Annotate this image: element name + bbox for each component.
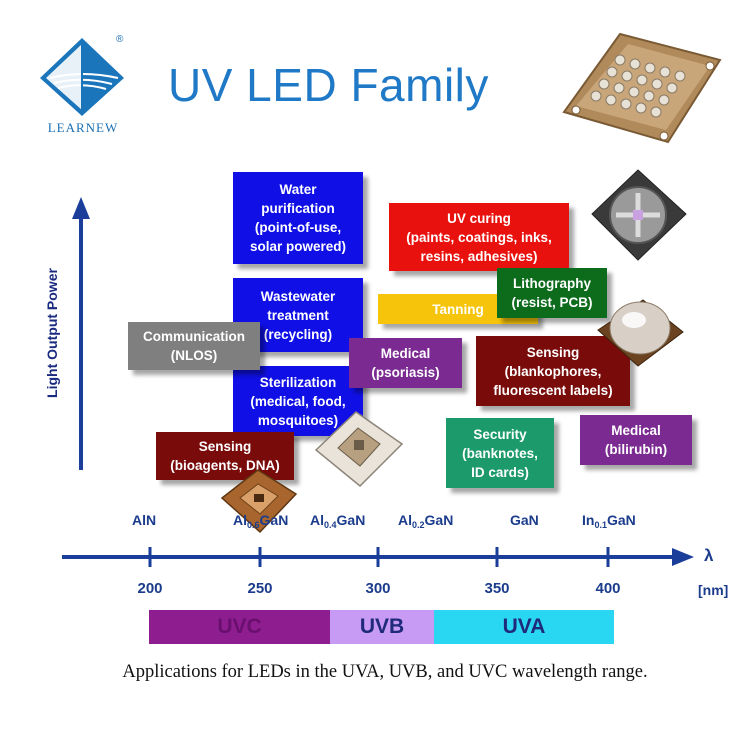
- material-in01gan: In0.1GaN: [582, 512, 636, 530]
- page-title: UV LED Family: [168, 59, 489, 111]
- water-purification-box: Water purification (point-of-use, solar …: [233, 172, 363, 264]
- tick-250: 250: [247, 580, 273, 597]
- band-uva: UVA: [434, 610, 614, 644]
- tick-200: 200: [137, 580, 163, 597]
- band-uvb: UVB: [330, 610, 434, 644]
- led-array-board-image: [562, 32, 722, 144]
- led-package-dark-image: [591, 169, 687, 261]
- material-aln: AlN: [132, 512, 157, 528]
- tick-350: 350: [484, 580, 510, 597]
- sensing-fluorescent-box: Sensing (blankophores, fluorescent label…: [476, 336, 630, 406]
- material-al06gan: Al0.6GaN: [233, 512, 289, 530]
- security-box: Security (banknotes, ID cards): [446, 418, 554, 488]
- tick-400: 400: [595, 580, 621, 597]
- medical-psoriasis-box: Medical (psoriasis): [349, 338, 462, 388]
- sterilization-box: Sterilization (medical, food, mosquitoes…: [233, 366, 363, 436]
- led-package-amber-image: [220, 469, 298, 534]
- material-gan: GaN: [510, 512, 539, 528]
- registered-mark: ®: [116, 34, 124, 45]
- sensing-bioagents-box: Sensing (bioagents, DNA): [156, 432, 294, 480]
- brand-name: LEARNEW: [47, 120, 119, 135]
- band-uvc: UVC: [149, 610, 330, 644]
- lambda-symbol: λ: [704, 546, 714, 565]
- unit-label: [nm]: [698, 582, 729, 598]
- tick-300: 300: [365, 580, 391, 597]
- led-lens-image: [597, 299, 684, 367]
- medical-bilirubin-box: Medical (bilirubin): [580, 415, 692, 465]
- wastewater-box: Wastewater treatment (recycling): [233, 278, 363, 352]
- wavelength-axis: [62, 547, 694, 567]
- lithography-box: Lithography (resist, PCB): [497, 268, 607, 318]
- communication-box: Communication (NLOS): [128, 322, 260, 370]
- led-package-white-image: [314, 411, 404, 488]
- learnew-logo-icon: [40, 38, 124, 116]
- figure-caption: Applications for LEDs in the UVA, UVB, a…: [122, 662, 648, 682]
- material-al04gan: Al0.4GaN: [310, 512, 366, 530]
- uv-curing-box: UV curing (paints, coatings, inks, resin…: [389, 203, 569, 271]
- material-al02gan: Al0.2GaN: [398, 512, 454, 530]
- power-axis-arrow: [72, 197, 90, 470]
- y-axis-label: Light Output Power: [44, 268, 60, 398]
